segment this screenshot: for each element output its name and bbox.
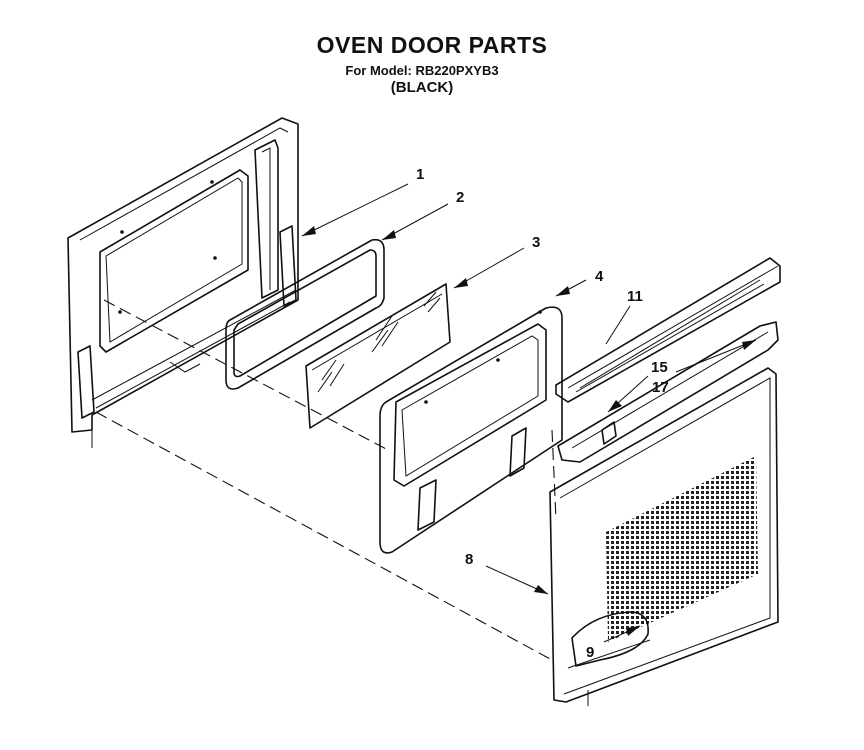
color-variant: (BLACK) — [390, 79, 454, 96]
diagram-title: OVEN DOOR PARTS — [316, 32, 548, 58]
door-top-trim — [555, 257, 781, 403]
callout-leaders — [301, 183, 757, 643]
door-gasket — [225, 238, 385, 390]
callout-9: 9 — [586, 644, 594, 661]
callout-11: 11 — [627, 288, 643, 305]
door-glass — [305, 283, 451, 429]
door-liner — [549, 367, 779, 706]
callout-17: 17 — [652, 379, 669, 396]
inner-door-panel — [379, 306, 563, 554]
callout-3: 3 — [532, 234, 540, 251]
model-number: For Model: RB220PXYB3 — [345, 63, 499, 78]
outer-door-panel — [67, 117, 299, 448]
callout-8: 8 — [465, 551, 473, 568]
callout-2: 2 — [456, 189, 464, 206]
callout-15: 15 — [651, 359, 668, 376]
callout-4: 4 — [595, 268, 604, 285]
callout-1: 1 — [416, 166, 424, 183]
handle-bracket — [557, 321, 779, 463]
assembly-lines — [95, 299, 557, 661]
